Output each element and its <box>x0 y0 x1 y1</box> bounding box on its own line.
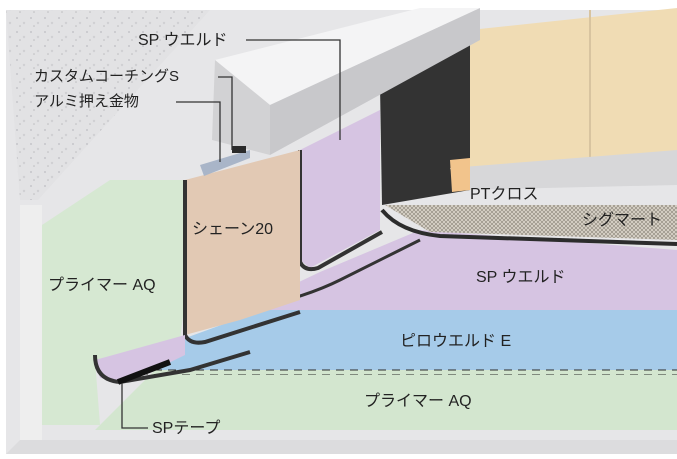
leader-sp-weld-top <box>246 39 341 140</box>
primer-aq-surface <box>42 180 677 430</box>
leader-custom-coating <box>218 76 233 150</box>
label-sigmat: シグマート <box>582 212 663 229</box>
label-primer-aq-left: プライマー AQ <box>48 277 156 294</box>
leader-alumi-hardware <box>176 101 221 162</box>
label-sp-tape: SPテープ <box>152 420 221 437</box>
label-pt-cross: PTクロス <box>470 186 539 203</box>
sp-tape-corner <box>93 335 251 385</box>
sigmat-layer <box>380 205 677 246</box>
label-primer-aq-bottom: プライマー AQ <box>364 393 472 410</box>
label-shane20: シェーン20 <box>192 221 273 238</box>
label-sp-weld-mid: SP ウエルド <box>476 269 566 286</box>
label-sp-weld-top: SP ウエルド <box>138 32 228 49</box>
shane20-panel <box>183 150 301 345</box>
label-custom-coating: カスタムコーチングS <box>34 68 180 85</box>
sp-weld-vertical-panel <box>298 110 383 272</box>
leader-sp-tape <box>121 383 148 429</box>
label-pirowelding-e: ピロウエルド E <box>400 333 512 350</box>
aluminium-hardware <box>200 146 250 176</box>
leader-lines <box>121 39 341 429</box>
coping-slab <box>212 8 480 155</box>
label-alumi-hardware: アルミ押え金物 <box>34 93 139 110</box>
